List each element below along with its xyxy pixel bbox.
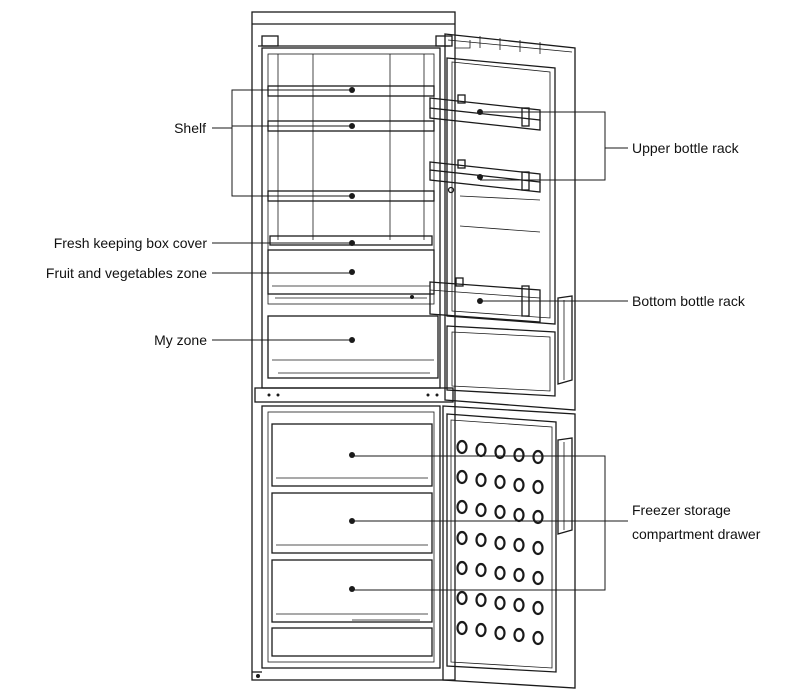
freezer-bottom-tray — [271, 619, 433, 657]
label-freezer-drawer-line2: compartment drawer — [632, 526, 761, 542]
label-upper-bottle-rack: Upper bottle rack — [632, 140, 740, 156]
compartment-divider — [254, 387, 454, 403]
leader-lines — [212, 89, 628, 591]
fridge-cabinet — [251, 11, 456, 681]
cabinet-feet — [252, 671, 262, 678]
freezer-interior — [261, 405, 441, 669]
label-my-zone: My zone — [154, 332, 207, 348]
label-shelf: Shelf — [174, 120, 206, 136]
fridge-door — [444, 33, 576, 411]
my-zone-drawer — [267, 315, 439, 379]
upper-bottle-rack-1 — [429, 94, 541, 131]
upper-bottle-rack-2 — [429, 159, 541, 193]
label-fruit-vegetables-zone: Fruit and vegetables zone — [46, 265, 207, 281]
freezer-drawer-3 — [271, 559, 433, 623]
label-fresh-keeping-box-cover: Fresh keeping box cover — [54, 235, 208, 251]
fridge-interior — [261, 47, 441, 389]
freezer-door — [442, 405, 576, 689]
shelf-1 — [267, 85, 435, 97]
freezer-door-dimples — [456, 439, 544, 646]
freezer-drawer-2 — [271, 492, 433, 554]
label-bottom-bottle-rack: Bottom bottle rack — [632, 293, 746, 309]
label-freezer-drawer-line1: Freezer storage — [632, 502, 731, 518]
freezer-drawer-1 — [271, 423, 433, 487]
fruit-vegetables-drawer — [267, 249, 435, 299]
fresh-keeping-box-cover — [269, 235, 433, 246]
